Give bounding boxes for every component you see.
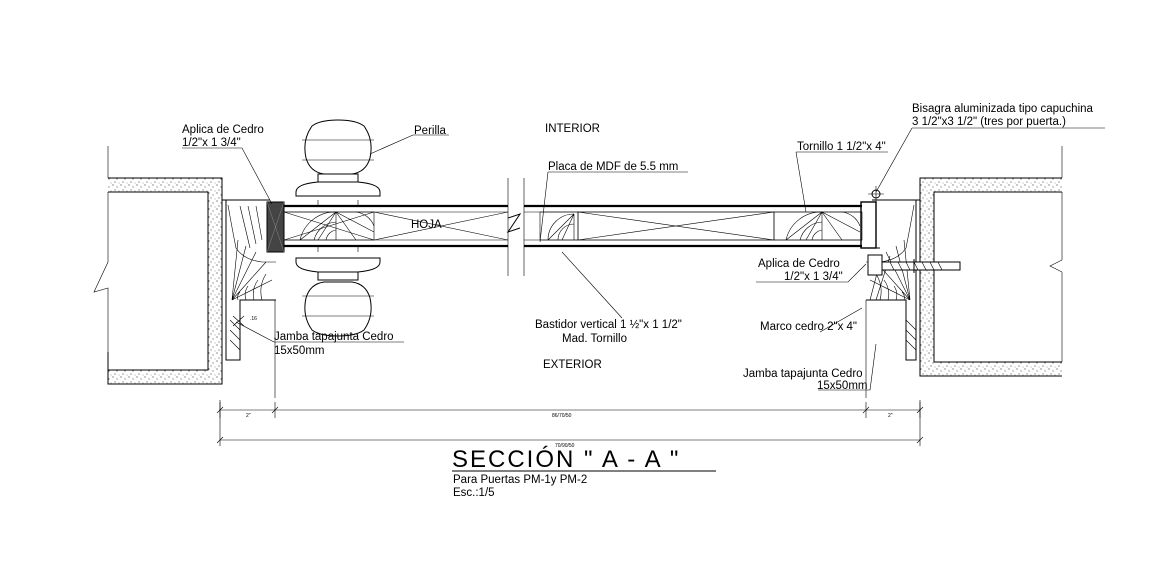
small-dimension-label: .16 bbox=[250, 316, 257, 322]
leader-lines bbox=[182, 127, 1105, 391]
dimension-right: 2" bbox=[888, 413, 893, 419]
left-frame bbox=[221, 178, 285, 398]
jamba-right-size: 15x50mm bbox=[817, 380, 868, 392]
dimension-left: 2" bbox=[246, 413, 251, 419]
right-frame bbox=[860, 178, 961, 398]
marco-label: Marco cedro 2"x 4" bbox=[760, 321, 857, 333]
jamba-left-size: 15x50mm bbox=[274, 345, 325, 357]
door-knob-exterior bbox=[295, 246, 381, 337]
bisagra-detail: 3 1/2"x3 1/2" (tres por puerta.) bbox=[912, 116, 1066, 128]
dimension-lines bbox=[216, 400, 924, 446]
dimension-total: 70/90/50 bbox=[555, 443, 575, 449]
perilla-label: Perilla bbox=[414, 125, 447, 137]
placa-mdf-label: Placa de MDF de 5.5 mm bbox=[548, 161, 678, 173]
exterior-label: EXTERIOR bbox=[543, 359, 602, 371]
tornillo-label: Tornillo 1 1/2"x 4" bbox=[797, 141, 886, 153]
left-wall bbox=[93, 146, 223, 385]
section-scale: Esc.:1/5 bbox=[453, 487, 495, 499]
door-knob-interior bbox=[295, 119, 381, 206]
section-subtitle: Para Puertas PM-1y PM-2 bbox=[453, 474, 587, 486]
right-wall bbox=[919, 146, 1063, 377]
dimension-center: 86/70/50 bbox=[552, 413, 572, 419]
bisagra-label: Bisagra aluminizada tipo capuchina bbox=[912, 103, 1094, 115]
bastidor-label: Bastidor vertical 1 ½"x 1 1/2" bbox=[535, 319, 682, 331]
section-title: SECCIÓN " A - A " bbox=[452, 446, 680, 473]
aplica-left-label: Aplica de Cedro bbox=[182, 124, 264, 136]
door-leaf bbox=[283, 178, 863, 276]
bastidor-material: Mad. Tornillo bbox=[562, 333, 627, 345]
hoja-label: HOJA bbox=[411, 219, 442, 231]
interior-label: INTERIOR bbox=[545, 123, 600, 135]
jamba-right-label: Jamba tapajunta Cedro bbox=[743, 368, 863, 380]
aplica-left-size: 1/2"x 1 3/4" bbox=[182, 137, 241, 149]
aplica-right-size: 1/2"x 1 3/4" bbox=[784, 271, 843, 283]
jamba-left-label: Jamba tapajunta Cedro bbox=[274, 331, 394, 343]
aplica-right-label: Aplica de Cedro bbox=[758, 258, 840, 270]
